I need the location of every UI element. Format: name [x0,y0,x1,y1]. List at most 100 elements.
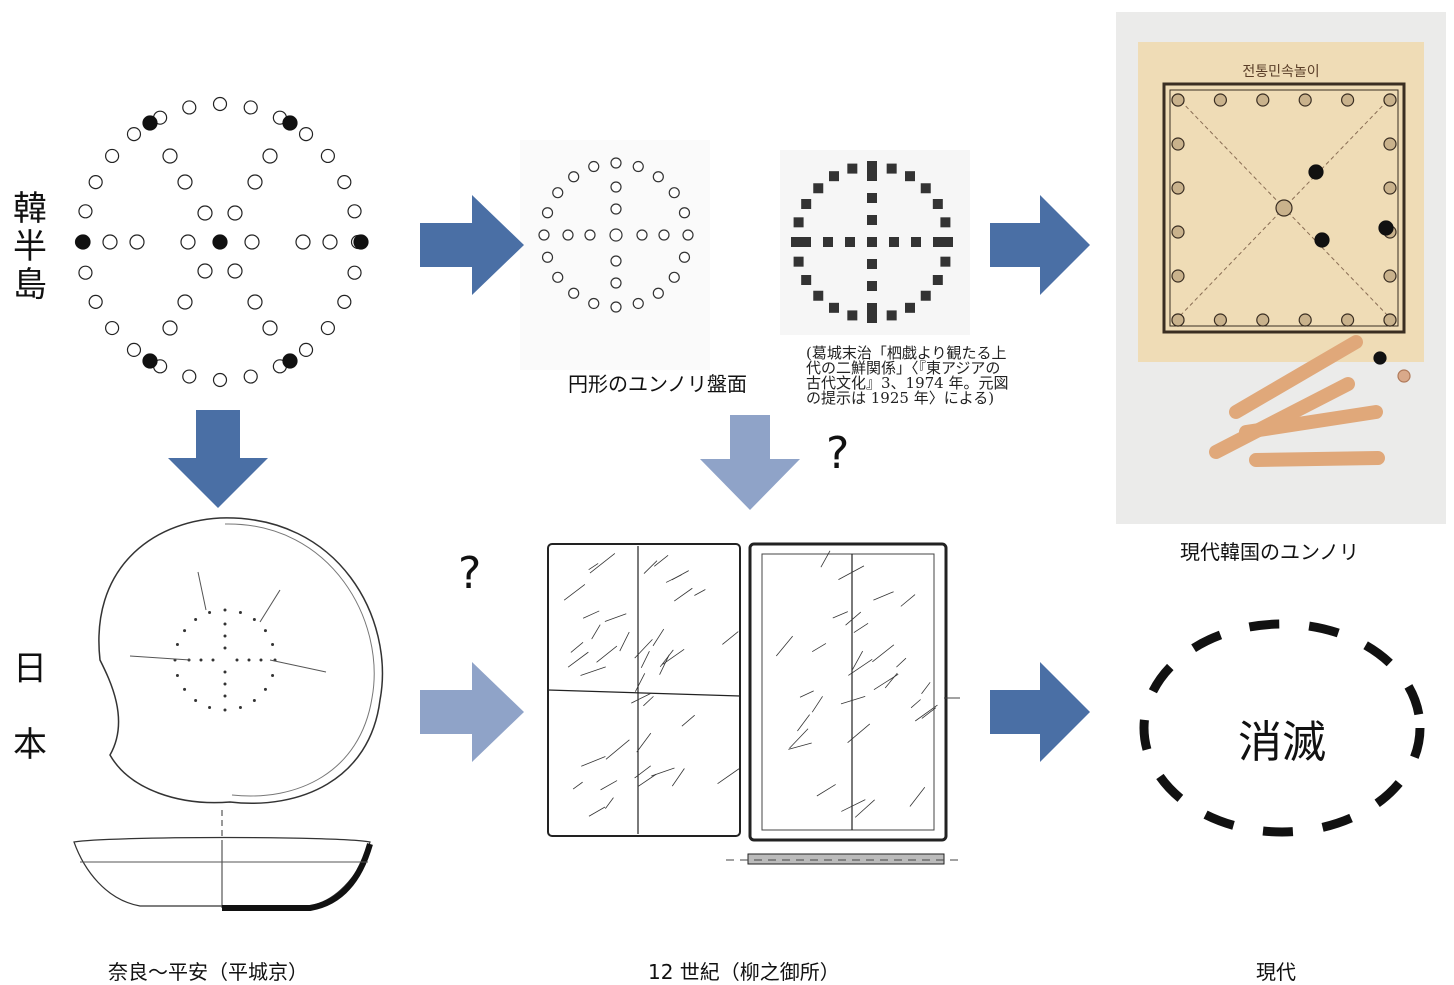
board-scratch [797,714,810,732]
board-scratch [909,786,926,807]
circular-yunnori-board-drawing [520,140,710,370]
board-marker [1383,137,1397,151]
board-marker [1383,181,1397,195]
board-scratch [591,624,601,640]
board-dot [105,148,120,164]
dish-dot [235,658,239,662]
board-scratch [640,651,650,668]
modern-korean-yunnori-photo: 전통민속놀이 [1116,12,1446,524]
board-dot [632,297,644,310]
board-dot [610,181,622,193]
board-dot [197,205,213,221]
modern-board-title: 전통민속놀이 [1242,64,1319,80]
question-mark-top: ? [826,428,850,479]
dish-dot [183,687,187,691]
board-dot [584,229,596,241]
board-scratch [852,650,864,670]
dish-dot [194,698,198,702]
nara-heian-caption: 奈良〜平安（平城京） [108,960,308,984]
dish-dot [247,658,251,662]
board-dot [632,160,644,173]
board-dot [177,174,193,190]
board-scratch [665,574,682,583]
board-marker [1213,93,1228,107]
board-scratch [854,799,875,818]
board-marker [1171,181,1185,195]
korea-char-3: 島 [13,265,47,305]
board-dot [562,229,574,241]
dish-scratch [269,659,327,673]
board-dot [180,234,196,250]
board-station-dot [282,353,298,369]
glyph-mark [943,237,953,247]
glyph-mark [847,310,858,321]
board-station-dot [142,115,158,131]
board-scratch [884,672,898,689]
game-piece-tan [1397,369,1411,383]
board-marker [1383,93,1397,107]
glyph-mark [847,163,858,174]
board-station-dot [142,353,158,369]
glyph-mark [920,183,931,194]
board-marker [1256,93,1270,107]
glyph-mark [940,256,951,267]
board-dot [126,342,142,357]
board-dot [162,320,178,336]
board-scratch [900,594,916,607]
board-marker [1171,313,1185,327]
glyph-mark [793,217,804,228]
board-scratch [637,773,657,788]
dish-dot [223,608,227,612]
glyph-mark [867,193,877,203]
citation-line-1: (葛城末治「柶戯より観たる上 [806,344,1007,362]
board-dot [322,234,338,250]
board-scratch [581,756,606,767]
twelfth-century-caption: 12 世紀（柳之御所） [648,960,840,984]
board-dot [247,174,263,190]
board-scratch [788,742,812,750]
dish-dot [223,682,227,686]
board-scratch [799,690,814,698]
board-scratch [643,560,658,574]
japan-label-char-1: 日 [13,649,47,689]
yut-stick [1229,335,1363,419]
board-dot [678,251,691,263]
dish-dot [223,694,227,698]
board-dot [197,263,213,279]
board-scratch [654,554,669,567]
dish-dot [194,618,198,622]
board-marker [1298,93,1312,107]
board-scratch [847,723,871,744]
board-dot [347,204,362,219]
dish-dot [223,708,227,712]
glyph-mark [932,199,943,209]
board-dot [658,229,670,241]
board-dot [541,207,554,219]
board-scratch [896,657,907,668]
board-scratch [921,682,931,694]
board-dot [105,320,120,336]
dish-dot [175,643,179,647]
board-dot [212,96,228,112]
dish-dot [252,698,256,702]
board-marker [1171,93,1185,107]
board-dot [568,287,580,299]
board-dot [243,100,258,115]
dish-scratch [197,571,207,611]
board-scratch [674,587,693,602]
glyph-mark [793,256,804,267]
glyph-mark [845,237,855,247]
glyph-mark [867,281,877,291]
board-scratch [659,649,674,668]
board-dot [337,175,352,190]
board-dot [320,148,335,164]
board-scratch [634,639,653,659]
board-dot [347,265,362,280]
board-dot [610,157,622,169]
board-scratch [915,704,938,722]
board-marker [1298,313,1312,327]
board-dot [668,271,680,283]
dish-dot [271,643,275,647]
board-scratch [921,707,937,719]
modern-caption: 現代 [1256,960,1296,984]
